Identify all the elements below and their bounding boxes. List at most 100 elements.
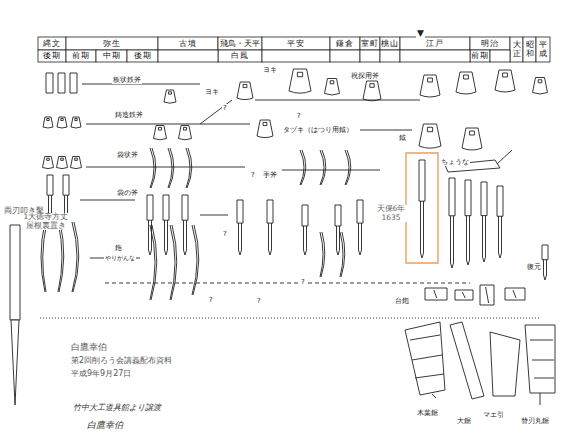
tool-name: 台鉋 (394, 289, 410, 307)
period-name: 大正 (513, 41, 521, 59)
table-cell (380, 37, 400, 50)
period-name: 弥生 (103, 40, 121, 48)
tool-name: マエ引 (482, 403, 505, 421)
tool-name: 大鋸 (456, 409, 472, 427)
tool-sketch (455, 290, 473, 300)
tool-sketch (357, 200, 363, 255)
tool-name: ヨキ (204, 88, 220, 96)
tool-name: 袋状斧 (116, 151, 139, 159)
period-cell: 明治 (470, 37, 510, 50)
tool-sketch (420, 75, 440, 97)
tool-sketch (237, 82, 253, 100)
tool-sketch (10, 225, 20, 320)
leader-line (200, 215, 228, 216)
tool-name: 替刃丸鋸 (520, 417, 550, 425)
tool-sketch (11, 320, 19, 405)
question-mark: ? (296, 112, 302, 120)
tool-sketch (186, 148, 192, 188)
period-cell: 大正 (510, 37, 523, 62)
leader-line (532, 360, 554, 361)
tool-sketch (168, 148, 174, 188)
table-cell (127, 50, 158, 62)
handwritten-note: 白鷹幸伯 (86, 414, 124, 432)
table-cell (360, 37, 380, 50)
leader-line (530, 340, 553, 341)
tool-name: 替刃丸鋸 (520, 409, 550, 427)
tool-name: 板状鉄斧 (112, 68, 142, 86)
tool-sketch (237, 200, 243, 255)
tool-sketch (289, 69, 311, 93)
tool-name: 袋の斧 (116, 181, 139, 199)
tool-sketch (345, 150, 351, 185)
leader-line (80, 200, 135, 201)
marker: ▼ (416, 22, 425, 40)
table-cell (96, 50, 127, 62)
period-cell: 弥生 (66, 37, 158, 50)
table-cell (380, 50, 400, 62)
leader-line (86, 100, 232, 124)
tool-name: 祝探用斧 (350, 72, 380, 80)
tool-name: 祝探用斧 (350, 64, 380, 82)
period-name: 前期 (72, 52, 90, 60)
period-name: 白鳳 (231, 52, 249, 60)
tool-sketch (481, 182, 487, 262)
handwritten-note: 白鷹幸伯 (86, 420, 124, 430)
tool-sketch (267, 200, 273, 255)
tool-name: 鉞 (398, 126, 407, 144)
tool-name: タヅキ（はつり用鉞） (282, 126, 354, 134)
tool-sketch (46, 73, 53, 93)
period-name: 後期 (43, 52, 61, 60)
handwritten-note: 竹中大工道具館より譲渡 (72, 396, 162, 414)
leader-line (40, 318, 540, 319)
leader-line (105, 283, 470, 284)
marker: ▼ (416, 28, 425, 38)
question-mark: ? (256, 297, 262, 305)
tool-sketch (58, 222, 64, 292)
tool-sketch (525, 325, 555, 393)
tool-name: ヨキ (262, 66, 278, 74)
tool-name: 手斧 (262, 163, 278, 181)
tool-sketch (425, 288, 447, 300)
note: 天保6年 1635 (375, 205, 407, 222)
period-name: 飛鳥・天平 (220, 40, 260, 48)
tool-name: ヨキ (204, 80, 220, 98)
tool-sketch (405, 322, 445, 395)
tool-name: やりがんな (104, 246, 136, 264)
table-cell (470, 50, 490, 62)
handwritten-note: 竹中大工道具館より譲渡 (72, 403, 162, 412)
question-mark: ? (300, 270, 306, 288)
period-cell: 江戸 (400, 37, 470, 50)
tool-name: 台鉋 (394, 297, 410, 305)
leader-line (497, 150, 512, 164)
tool-sketch (300, 150, 306, 185)
tool-sketch (320, 150, 326, 185)
question-mark: ? (250, 163, 256, 181)
tool-sketch (363, 81, 381, 101)
tool-sketch (505, 288, 525, 300)
tool-sketch (57, 117, 67, 128)
leader-line (86, 167, 245, 168)
tool-name: 袋の斧 (116, 189, 139, 197)
table-cell (66, 37, 158, 50)
tool-sketch (480, 285, 494, 305)
table-cell (510, 37, 523, 62)
tool-sketch (163, 195, 169, 255)
table-cell (218, 50, 262, 62)
table-cell (330, 37, 360, 50)
tool-sketch (154, 126, 167, 140)
period-cell: 桃山 (380, 37, 400, 50)
period-name: 桃山 (381, 40, 399, 48)
period-name: 前期 (471, 52, 489, 60)
table-cell (470, 37, 510, 50)
tool-sketch (497, 186, 503, 258)
table-cell (400, 50, 470, 62)
tool-sketch (150, 225, 157, 300)
tool-name: 復元 (526, 263, 542, 271)
period-name: 明治 (481, 40, 499, 48)
tool-sketch (179, 126, 192, 140)
tool-name: ちょうな (440, 150, 470, 168)
tool-name: 木葉鋸 (416, 409, 439, 417)
tool-name: 板状鉄斧 (112, 76, 142, 84)
tool-name: 鋳造鉄斧 (114, 111, 144, 119)
period-name: 鎌倉 (336, 40, 354, 48)
